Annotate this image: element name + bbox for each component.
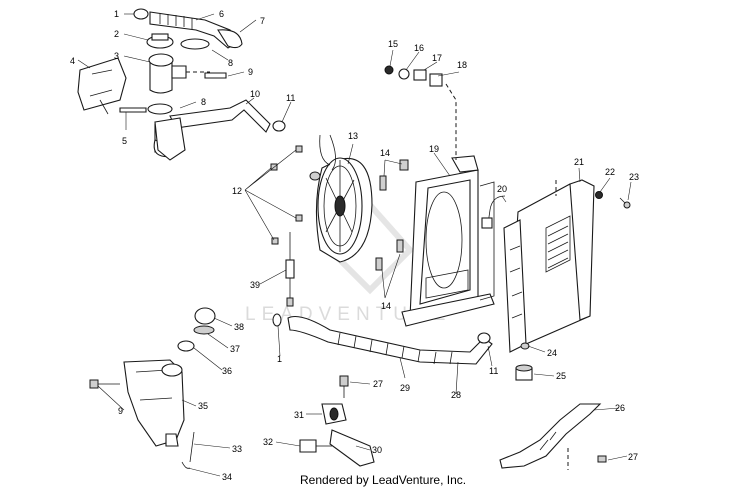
mounting-bracket: [77, 57, 127, 115]
callout-6: 6: [219, 9, 224, 19]
callout-10: 10: [250, 89, 260, 99]
callout-12: 12: [232, 186, 242, 196]
callout-1b: 1: [277, 354, 282, 364]
callout-38: 38: [234, 322, 244, 332]
bolts-12: [270, 145, 303, 245]
callout-14a: 14: [380, 148, 390, 158]
filler-neck-assembly: [146, 33, 210, 94]
callout-9a: 9: [248, 67, 253, 77]
callout-7: 7: [260, 16, 265, 26]
callout-32: 32: [263, 437, 273, 447]
callout-1: 1: [114, 9, 119, 19]
callout-15: 15: [388, 39, 398, 49]
callout-26: 26: [615, 403, 625, 413]
clips-14: [375, 159, 409, 271]
callout-27b: 27: [628, 452, 638, 462]
upper-hose-assembly: [133, 8, 243, 50]
callout-11a: 11: [286, 93, 295, 103]
callout-33: 33: [232, 444, 242, 454]
overflow-bottle-assembly: [89, 307, 216, 469]
callout-29: 29: [400, 383, 410, 393]
sensor-20: [481, 195, 506, 229]
callout-4: 4: [70, 56, 75, 66]
bushing-stack: [384, 65, 457, 160]
callout-25: 25: [556, 371, 566, 381]
credit-text: Rendered by LeadVenture, Inc.: [300, 473, 466, 487]
callout-3: 3: [114, 51, 119, 61]
callout-17: 17: [432, 53, 442, 63]
callout-24: 24: [547, 348, 557, 358]
callout-31: 31: [294, 410, 304, 420]
screws-22-23: [555, 180, 631, 209]
fan-assembly: [309, 134, 373, 263]
callout-23: 23: [629, 172, 639, 182]
callout-14b: 14: [381, 301, 391, 311]
callout-39: 39: [250, 280, 260, 290]
callout-8b: 8: [201, 97, 206, 107]
callout-18: 18: [457, 60, 467, 70]
callout-36: 36: [222, 366, 232, 376]
callout-28: 28: [451, 390, 461, 400]
callout-5: 5: [122, 136, 127, 146]
callout-20: 20: [497, 184, 507, 194]
callout-9b: 9: [118, 406, 123, 416]
callout-34: 34: [222, 472, 232, 482]
rod-39: [285, 232, 295, 307]
callout-labels: 1 2 3 4 5 6 7 8 9 8 10 11 12 13 14 14 15…: [70, 9, 639, 482]
callout-2: 2: [114, 29, 119, 39]
lower-bracket-assembly: [299, 375, 375, 467]
leader-lines: [77, 13, 632, 477]
callout-37: 37: [230, 344, 240, 354]
lower-hose-10: [154, 99, 286, 161]
lower-hose-29: [272, 313, 493, 365]
callout-22: 22: [605, 167, 615, 177]
callout-13: 13: [348, 131, 358, 141]
callout-11b: 11: [489, 366, 498, 376]
callout-16: 16: [414, 43, 424, 53]
callout-8a: 8: [228, 58, 233, 68]
callout-30: 30: [372, 445, 382, 455]
bracket-26: [499, 403, 607, 470]
callout-19: 19: [429, 144, 439, 154]
callout-27a: 27: [373, 379, 383, 389]
radiator-21: [503, 179, 595, 353]
callout-21: 21: [574, 157, 584, 167]
rubber-mount-25: [515, 364, 533, 381]
callout-35: 35: [198, 401, 208, 411]
shroud-19: [401, 155, 495, 327]
